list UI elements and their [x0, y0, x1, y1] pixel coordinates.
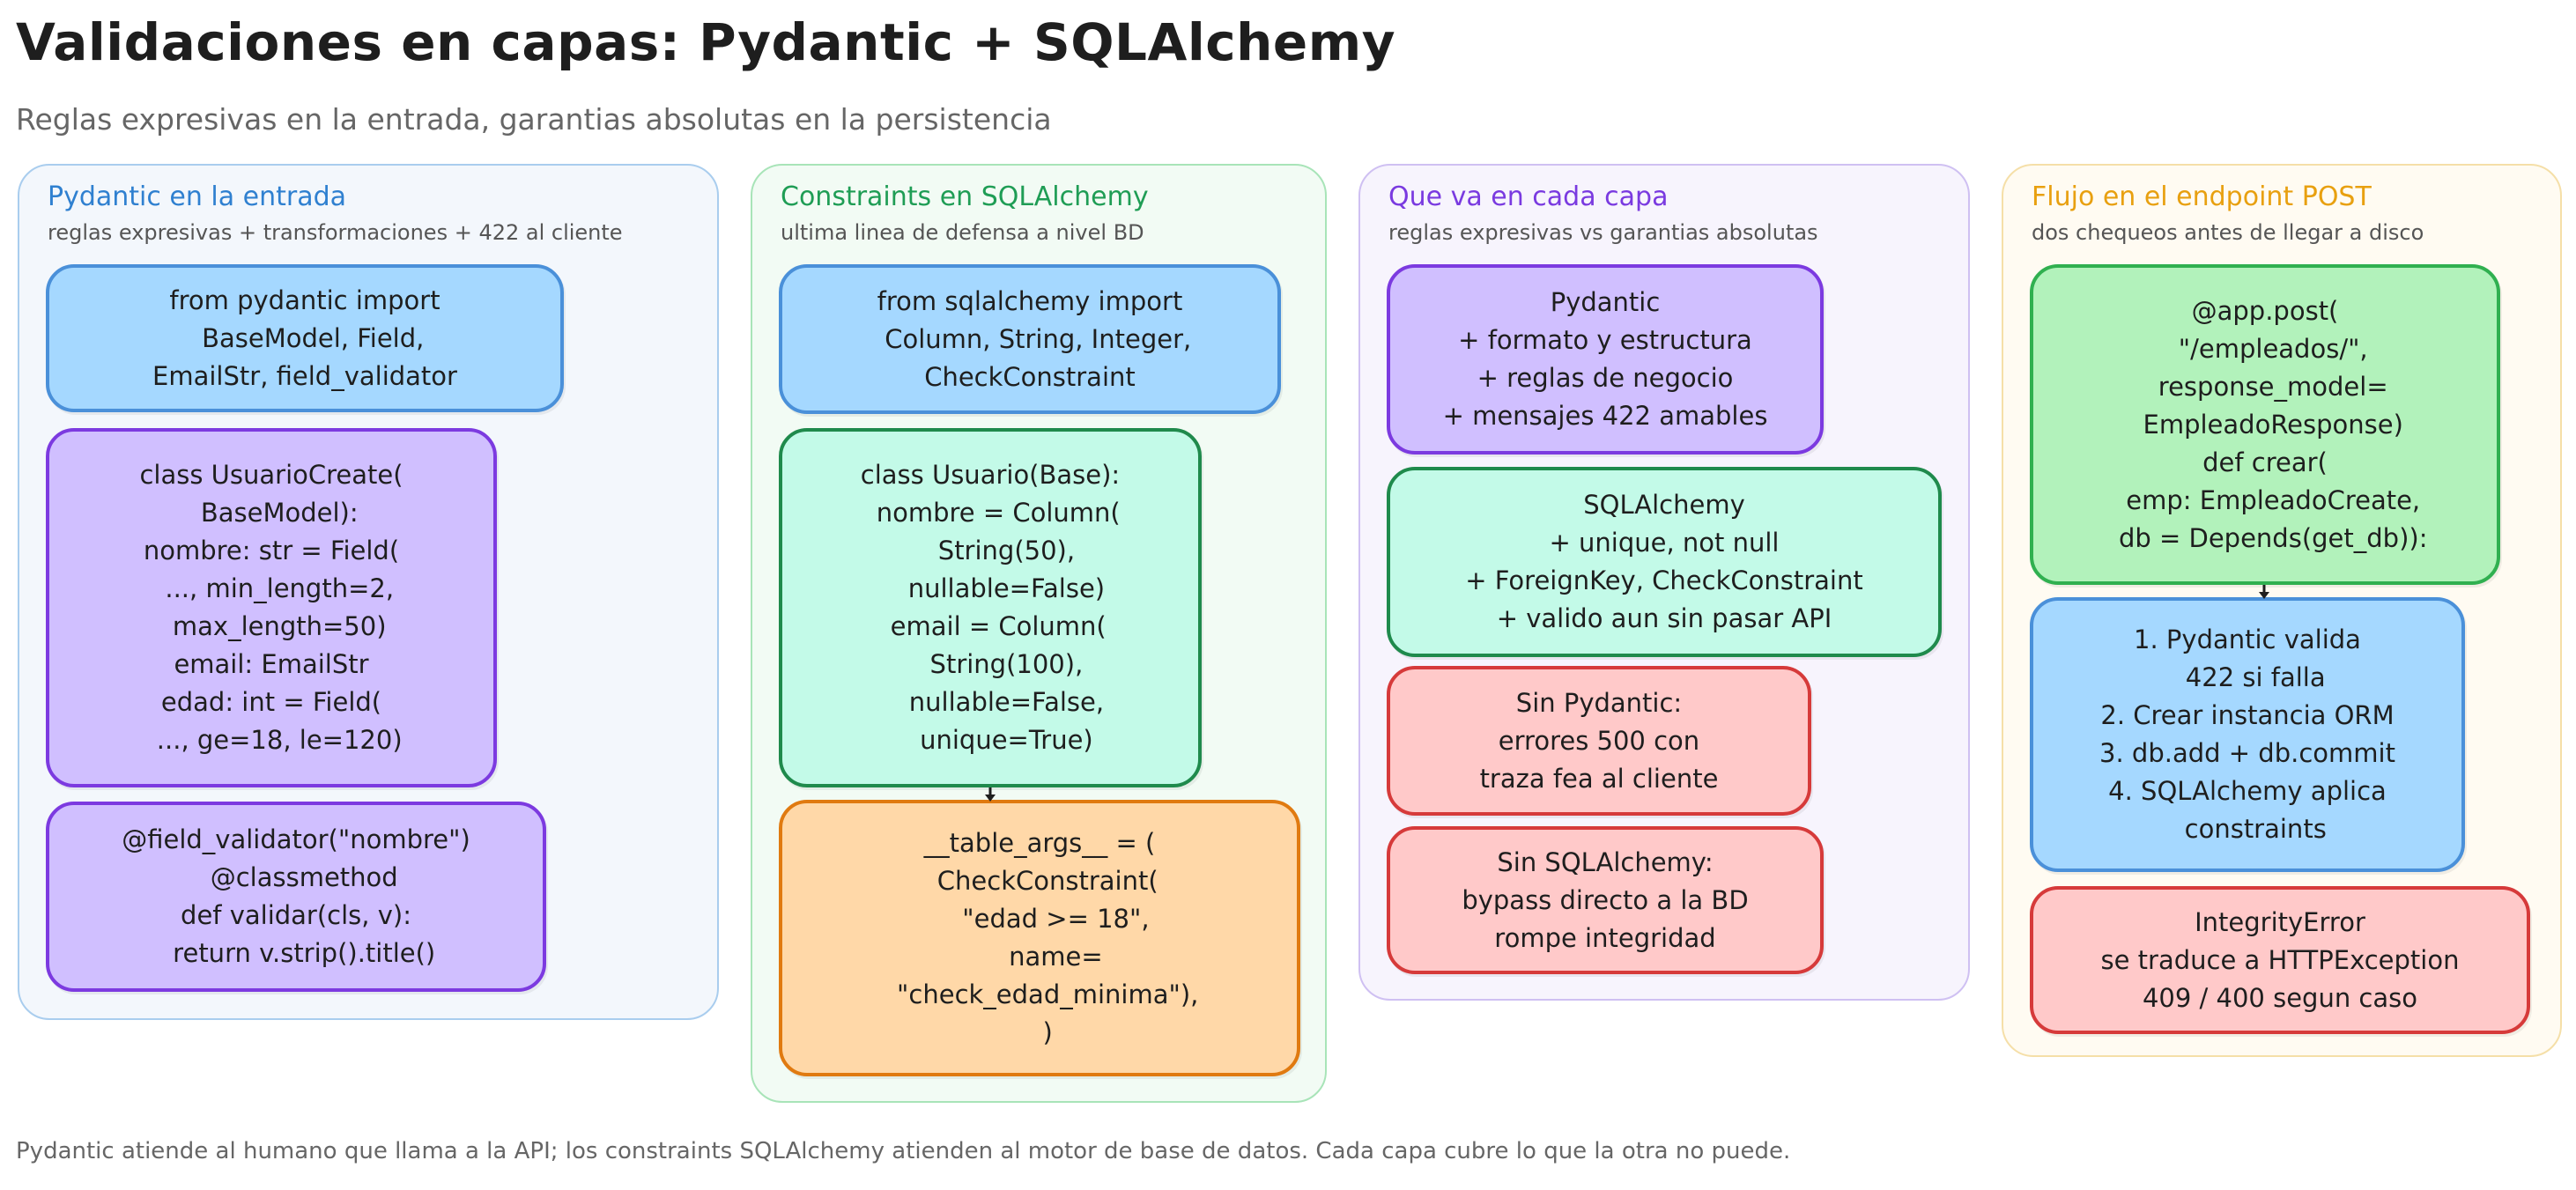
pydantic-imports-box: from pydantic import BaseModel, Field, E… [46, 264, 564, 412]
panel-sqlalchemy-subtitle: ultima linea de defensa a nivel BD [781, 220, 1144, 245]
capas-sin-sqlalchemy-text: Sin SQLAlchemy: bypass directo a la BD r… [1462, 846, 1749, 953]
panel-pydantic-title: Pydantic en la entrada [48, 181, 347, 212]
arrowhead-flujo [2259, 592, 2269, 599]
arrowhead-sqlalchemy [985, 795, 996, 802]
sqlalchemy-table-args-text: __table_args__ = ( CheckConstraint( "eda… [897, 828, 1199, 1047]
flujo-integrity-box: IntegrityError se traduce a HTTPExceptio… [2030, 886, 2530, 1034]
flujo-integrity-text: IntegrityError se traduce a HTTPExceptio… [2100, 906, 2460, 1013]
flujo-endpoint-text: @app.post( "/empleados/", response_model… [2118, 295, 2428, 553]
sqlalchemy-model-box: class Usuario(Base): nombre = Column( St… [779, 428, 1202, 787]
pydantic-model-box: class UsuarioCreate( BaseModel): nombre:… [46, 428, 497, 787]
pydantic-validator-text: @field_validator("nombre") @classmethod … [122, 824, 470, 968]
panel-capas-title: Que va en cada capa [1388, 181, 1669, 212]
capas-sqlalchemy-text: SQLAlchemy + unique, not null + ForeignK… [1465, 490, 1863, 633]
panel-pydantic-subtitle: reglas expresivas + transformaciones + 4… [48, 220, 623, 245]
panel-flujo-title: Flujo en el endpoint POST [2032, 181, 2372, 212]
capas-pydantic-text: Pydantic + formato y estructura + reglas… [1442, 287, 1768, 431]
capas-sqlalchemy-box: SQLAlchemy + unique, not null + ForeignK… [1387, 467, 1942, 657]
panel-flujo-subtitle: dos chequeos antes de llegar a disco [2032, 220, 2424, 245]
sqlalchemy-table-args-box: __table_args__ = ( CheckConstraint( "eda… [779, 800, 1300, 1076]
panel-sqlalchemy-title: Constraints en SQLAlchemy [781, 181, 1149, 212]
sqlalchemy-imports-box: from sqlalchemy import Column, String, I… [779, 264, 1281, 414]
page-subtitle: Reglas expresivas en la entrada, garanti… [16, 102, 1052, 137]
sqlalchemy-imports-text: from sqlalchemy import Column, String, I… [877, 285, 1192, 392]
flujo-steps-text: 1. Pydantic valida 422 si falla 2. Crear… [2099, 625, 2395, 844]
capas-sin-pydantic-text: Sin Pydantic: errores 500 con traza fea … [1479, 687, 1719, 794]
pydantic-imports-text: from pydantic import BaseModel, Field, E… [152, 285, 457, 391]
capas-pydantic-box: Pydantic + formato y estructura + reglas… [1387, 264, 1824, 455]
flujo-endpoint-box: @app.post( "/empleados/", response_model… [2030, 264, 2500, 585]
panel-capas-subtitle: reglas expresivas vs garantias absolutas [1388, 220, 1818, 245]
flujo-steps-box: 1. Pydantic valida 422 si falla 2. Crear… [2030, 597, 2465, 872]
page-footer: Pydantic atiende al humano que llama a l… [16, 1138, 1791, 1164]
page-title: Validaciones en capas: Pydantic + SQLAlc… [16, 12, 1395, 72]
pydantic-model-text: class UsuarioCreate( BaseModel): nombre:… [139, 460, 403, 755]
pydantic-validator-box: @field_validator("nombre") @classmethod … [46, 802, 546, 992]
sqlalchemy-model-text: class Usuario(Base): nombre = Column( St… [860, 460, 1121, 755]
capas-sin-pydantic-box: Sin Pydantic: errores 500 con traza fea … [1387, 666, 1811, 816]
capas-sin-sqlalchemy-box: Sin SQLAlchemy: bypass directo a la BD r… [1387, 826, 1824, 974]
